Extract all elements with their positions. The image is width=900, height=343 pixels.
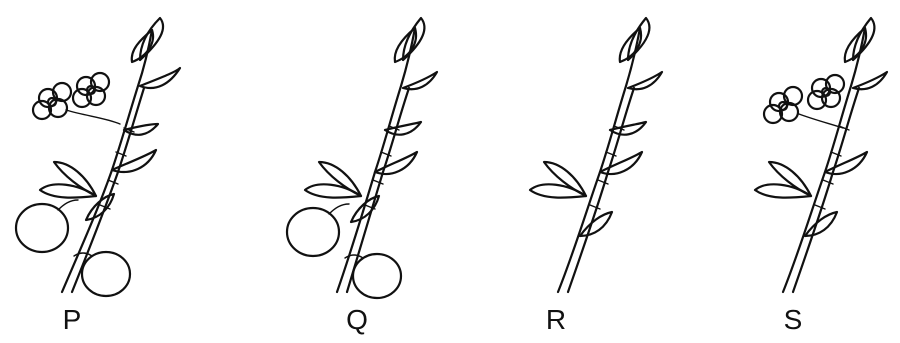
panel-r: R bbox=[450, 0, 675, 343]
panel-label-s: S bbox=[773, 306, 813, 334]
panel-label-p: P bbox=[52, 306, 92, 334]
panel-s: S bbox=[675, 0, 900, 343]
leaf-group bbox=[305, 18, 437, 222]
fruit-pair bbox=[287, 204, 401, 298]
branch-s-illustration bbox=[675, 0, 900, 300]
leaf-group bbox=[755, 18, 887, 236]
leaf-group bbox=[530, 18, 662, 236]
fruit-pair bbox=[16, 200, 130, 296]
flower-cluster bbox=[764, 75, 844, 128]
flower-cluster bbox=[33, 73, 120, 124]
branch-q-illustration bbox=[225, 0, 450, 300]
panel-label-q: Q bbox=[337, 306, 377, 334]
panel-label-r: R bbox=[536, 306, 576, 334]
panel-q: Q bbox=[225, 0, 450, 343]
branch-r-illustration bbox=[450, 0, 675, 300]
panel-p: P bbox=[0, 0, 225, 343]
leaf-group bbox=[40, 18, 180, 220]
branch-p-illustration bbox=[0, 0, 225, 300]
